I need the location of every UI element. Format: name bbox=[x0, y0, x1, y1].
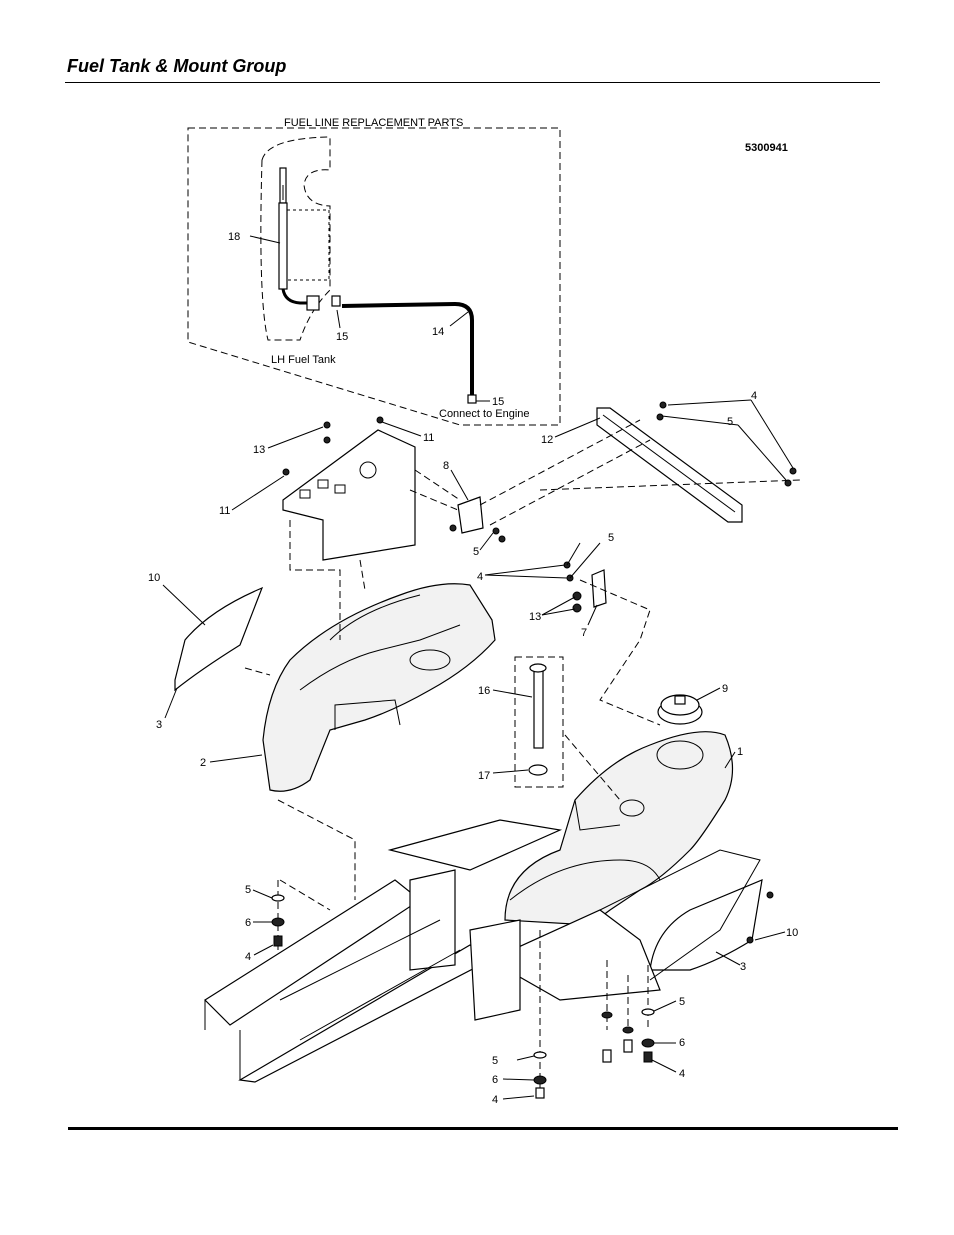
lh-fuel-tank-label: LH Fuel Tank bbox=[271, 354, 336, 366]
bottom-rule bbox=[68, 1127, 898, 1130]
callout-12: 12 bbox=[541, 434, 553, 446]
callout-5: 5 bbox=[727, 416, 733, 428]
title-rule bbox=[65, 82, 880, 83]
grommet bbox=[528, 764, 548, 776]
callout-17: 17 bbox=[478, 770, 490, 782]
fuel-hose-assembly bbox=[278, 167, 320, 311]
callout-1: 1 bbox=[737, 746, 743, 758]
callout-10: 10 bbox=[786, 927, 798, 939]
callout-9: 9 bbox=[722, 683, 728, 695]
inset-border bbox=[187, 127, 561, 426]
mount-plate bbox=[282, 429, 416, 561]
frame bbox=[204, 819, 761, 1083]
callout-11: 11 bbox=[219, 505, 230, 517]
part-number: 5300941 bbox=[745, 142, 788, 154]
bracket-7 bbox=[591, 569, 607, 608]
bracket-8 bbox=[457, 496, 484, 534]
callout-18: 18 bbox=[228, 231, 240, 243]
callout-4: 4 bbox=[492, 1094, 498, 1106]
callout-16: 16 bbox=[478, 685, 490, 697]
callout-10: 10 bbox=[148, 572, 160, 584]
page-title: Fuel Tank & Mount Group bbox=[67, 56, 287, 76]
callout-4: 4 bbox=[751, 390, 757, 402]
fuel-line-clamp bbox=[467, 394, 477, 404]
callout-5: 5 bbox=[492, 1055, 498, 1067]
hardware bbox=[271, 401, 797, 1099]
callout-2: 2 bbox=[200, 757, 206, 769]
seat-pan bbox=[262, 583, 496, 792]
side-panel-right bbox=[649, 879, 763, 971]
callout-14: 14 bbox=[432, 326, 444, 338]
fuel-tank bbox=[504, 731, 734, 926]
callout-4: 4 bbox=[245, 951, 251, 963]
crossbar bbox=[596, 407, 743, 523]
callout-5: 5 bbox=[473, 546, 479, 558]
callout-8: 8 bbox=[443, 460, 449, 472]
tank-panel bbox=[286, 209, 330, 281]
hose-clamp bbox=[331, 295, 341, 307]
callout-4: 4 bbox=[679, 1068, 685, 1080]
callout-3: 3 bbox=[740, 961, 746, 973]
callout-6: 6 bbox=[492, 1074, 498, 1086]
callout-15: 15 bbox=[336, 331, 348, 343]
connect-to-engine-label: Connect to Engine bbox=[439, 408, 530, 420]
lh-fuel-tank-outline bbox=[260, 136, 331, 341]
callout-3: 3 bbox=[156, 719, 162, 731]
callout-5: 5 bbox=[245, 884, 251, 896]
callout-5: 5 bbox=[679, 996, 685, 1008]
callout-6: 6 bbox=[679, 1037, 685, 1049]
callout-13: 13 bbox=[529, 611, 541, 623]
leader-lines bbox=[162, 235, 794, 1100]
callouts: 18 15 14 15 13 11 12 4 5 8 11 5 4 5 13 7… bbox=[148, 231, 798, 1106]
callout-6: 6 bbox=[245, 917, 251, 929]
fuel-gauge-inset bbox=[514, 656, 564, 788]
callout-7: 7 bbox=[581, 627, 587, 639]
callout-11: 11 bbox=[423, 432, 434, 444]
inset-title: FUEL LINE REPLACEMENT PARTS bbox=[284, 117, 463, 129]
connector-lines bbox=[244, 419, 801, 1090]
callout-13: 13 bbox=[253, 444, 265, 456]
fuel-cap bbox=[657, 694, 703, 725]
fuel-gauge bbox=[533, 667, 544, 749]
callout-5: 5 bbox=[608, 532, 614, 544]
fuel-line bbox=[341, 301, 474, 395]
fuel-line-inset: FUEL LINE REPLACEMENT PARTS 5300941 LH F… bbox=[187, 117, 788, 426]
callout-4: 4 bbox=[477, 571, 483, 583]
side-panel-left bbox=[174, 586, 264, 692]
callout-15: 15 bbox=[492, 396, 504, 408]
